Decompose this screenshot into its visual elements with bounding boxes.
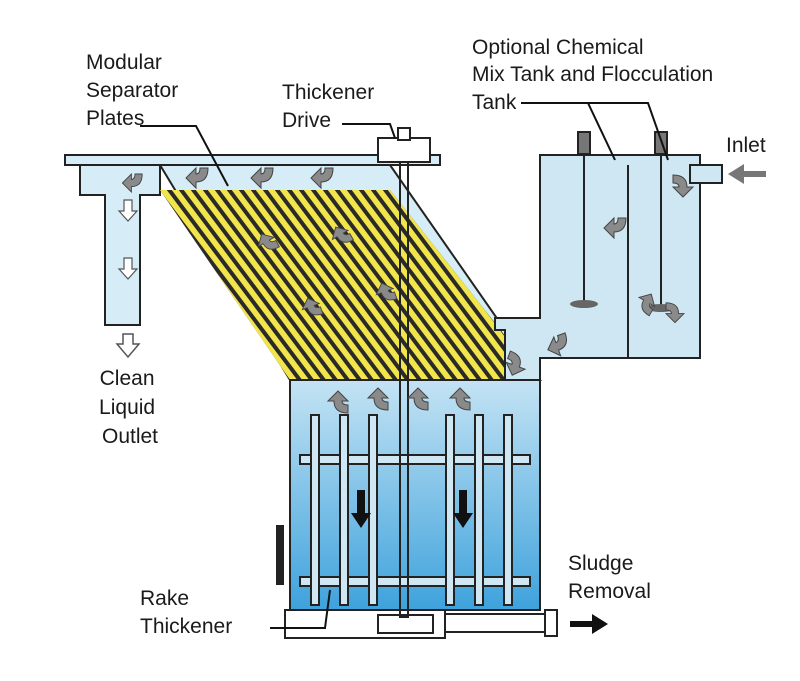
- curved-flow-arrow-icon: [547, 332, 567, 357]
- down-arrow-icon: [351, 490, 371, 528]
- curved-flow-arrow-icon: [326, 390, 350, 414]
- leader-lines: [140, 102, 669, 629]
- label-optional-tank: Optional Chemical Mix Tank and Flocculat…: [472, 36, 719, 114]
- curved-flow-arrow-icon: [366, 387, 390, 411]
- label-sludge-removal: Sludge Removal: [568, 552, 651, 603]
- separator-plate: [216, 190, 373, 380]
- curved-flow-arrow-icon: [406, 387, 430, 411]
- curved-flow-arrow-icon: [637, 293, 656, 317]
- curved-flow-arrow-icon: [671, 174, 695, 198]
- separator-plate: [168, 190, 325, 380]
- curved-flow-arrow-icon: [257, 233, 281, 250]
- curved-flow-arrow-icon: [603, 216, 627, 240]
- label-clean-liquid-outlet: Clean Liquid Outlet: [99, 367, 161, 448]
- label-thickener-drive: Thickener Drive: [282, 81, 380, 132]
- separator-plate: [180, 190, 337, 380]
- flocculation-inlet-pipe: [689, 164, 723, 184]
- thickener-drive-box: [377, 137, 431, 163]
- sludge-pipe-cap: [544, 609, 558, 637]
- inlet-left-arrow-icon: [728, 164, 766, 184]
- separator-plate: [204, 190, 361, 380]
- drive-shaft-head: [397, 127, 411, 141]
- outlet-down-arrow-icon: [117, 199, 139, 222]
- mixer-impeller-1: [570, 300, 598, 308]
- separator-plate: [372, 190, 529, 380]
- curved-flow-arrow-icon: [121, 172, 143, 194]
- curved-flow-arrow-icon: [664, 302, 686, 324]
- separator-plate: [192, 190, 349, 380]
- separator-plate: [312, 190, 469, 380]
- thickener-tank: [289, 379, 541, 611]
- sludge-pipe: [444, 613, 556, 633]
- down-arrow-icon: [453, 490, 473, 528]
- outlet-down-arrow-icon: [115, 333, 141, 359]
- curved-flow-arrow-icon: [185, 166, 209, 190]
- curved-flow-arrow-icon: [505, 350, 527, 376]
- separator-plate: [288, 190, 445, 380]
- separator-plate: [336, 190, 493, 380]
- separator-plate: [160, 190, 313, 380]
- separator-plate: [240, 190, 397, 380]
- separator-plate: [264, 190, 421, 380]
- separator-plate: [324, 190, 481, 380]
- tank-side-bracket: [276, 525, 284, 585]
- drive-shaft: [399, 161, 409, 618]
- curved-flow-arrow-icon: [250, 166, 274, 190]
- separator-plate: [252, 190, 409, 380]
- curved-flow-arrow-icon: [310, 166, 334, 190]
- curved-flow-arrow-icon: [375, 282, 398, 301]
- outlet-down-arrow-icon: [117, 257, 139, 280]
- label-inlet: Inlet: [726, 134, 766, 157]
- flocculation-tank: [494, 154, 701, 381]
- modular-separator-plates: [160, 190, 540, 380]
- curved-flow-arrow-icon: [331, 226, 355, 243]
- rake-drive-box: [377, 614, 434, 634]
- mixer-motor-1: [577, 131, 591, 155]
- curved-flow-arrow-icon: [301, 297, 324, 316]
- collection-trough: [79, 164, 161, 326]
- label-rake-thickener: Rake Thickener: [140, 587, 232, 638]
- curved-flow-arrow-icon: [448, 387, 472, 411]
- separator-plate: [384, 190, 540, 380]
- rake-thickener: [299, 414, 531, 606]
- separator-plate: [228, 190, 385, 380]
- sludge-right-arrow-icon: [570, 614, 608, 634]
- separator-plate: [348, 190, 505, 380]
- label-modular-separator-plates: Modular Separator Plates: [86, 51, 184, 130]
- separator-plate: [276, 190, 433, 380]
